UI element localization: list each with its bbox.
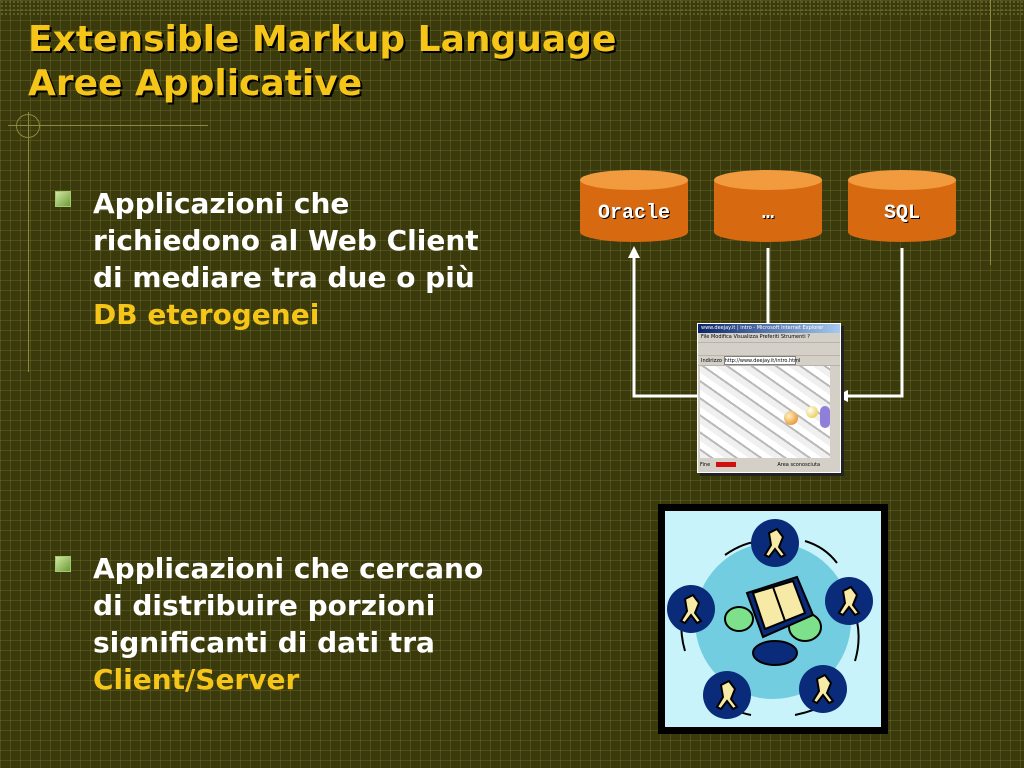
web-client-browser-screenshot: www.deejay.it | intro - Microsoft Intern…: [697, 323, 841, 473]
server-computer-icon: [724, 575, 822, 666]
right-vertical-line: [990, 0, 991, 265]
database-cylinder-body: [848, 180, 956, 242]
orange-ball-icon: [784, 411, 798, 425]
oracle-connector-line: [632, 250, 697, 398]
bullet-item-1: Applicazioni che richiedono al Web Clien…: [55, 185, 515, 333]
browser-address-text: http://www.deejay.it/intro.html: [724, 358, 801, 364]
database-cylinder-body: [714, 180, 822, 242]
runner-figures: [679, 527, 861, 711]
database-other: …: [714, 170, 822, 248]
slide-title-line-2: Aree Applicative: [28, 63, 363, 104]
database-cylinder-top: [848, 170, 956, 190]
top-pattern-strip: [0, 0, 1024, 16]
slide-title-line-1: Extensible Markup Language: [28, 19, 617, 60]
yellow-ball-icon: [806, 406, 818, 418]
bullet-highlight-1: DB eterogenei: [93, 298, 320, 331]
bullet-text-1-plain: Applicazioni che richiedono al Web Clien…: [93, 187, 479, 294]
browser-status-left: Fine: [700, 462, 711, 468]
browser-menubar: File Modifica Visualizza Preferiti Strum…: [698, 333, 840, 343]
title-underline: [8, 125, 208, 126]
browser-address-box: http://www.deejay.it/intro.html: [723, 356, 800, 365]
square-bullet-icon: [55, 191, 71, 207]
sql-arrowhead: [836, 390, 848, 402]
bullet-highlight-2: Client/Server: [93, 663, 300, 696]
purple-figure-icon: [820, 406, 830, 428]
browser-status-right: Area sconosciuta: [777, 462, 821, 468]
browser-addressbar: Indirizzo http://www.deejay.it/intro.htm…: [698, 356, 840, 366]
browser-titlebar: www.deejay.it | intro - Microsoft Intern…: [698, 324, 840, 333]
slide-title: Extensible Markup Language Aree Applicat…: [28, 18, 616, 106]
client-server-people-icon: [658, 504, 888, 734]
oracle-arrowhead: [628, 246, 640, 258]
square-bullet-icon: [55, 556, 71, 572]
database-label-sql: SQL: [883, 202, 920, 225]
browser-content-maze: [700, 366, 830, 458]
browser-statusbar: Fine Area sconosciuta: [700, 461, 836, 470]
database-sql: SQL: [848, 170, 956, 248]
database-label-oracle: Oracle: [597, 202, 670, 225]
database-oracle: Oracle: [580, 170, 688, 248]
database-label-other: …: [761, 202, 774, 225]
browser-progress-bar: [715, 462, 736, 467]
bullet-text-2: Applicazioni che cercano di distribuire …: [93, 550, 515, 698]
bullet-text-1: Applicazioni che richiedono al Web Clien…: [93, 185, 515, 333]
left-vertical-line: [28, 112, 29, 372]
sql-connector-line: [840, 248, 904, 398]
database-cylinder-body: [580, 180, 688, 242]
clipart-drawing: [667, 519, 873, 719]
clipart-background: [665, 511, 881, 727]
browser-toolbar: [698, 343, 840, 356]
browser-address-label: Indirizzo: [701, 358, 722, 364]
decorative-circle: [16, 114, 40, 138]
database-cylinder-top: [580, 170, 688, 190]
bullet-item-2: Applicazioni che cercano di distribuire …: [55, 550, 515, 698]
database-cylinder-top: [714, 170, 822, 190]
bullet-text-2-plain: Applicazioni che cercano di distribuire …: [93, 552, 484, 659]
